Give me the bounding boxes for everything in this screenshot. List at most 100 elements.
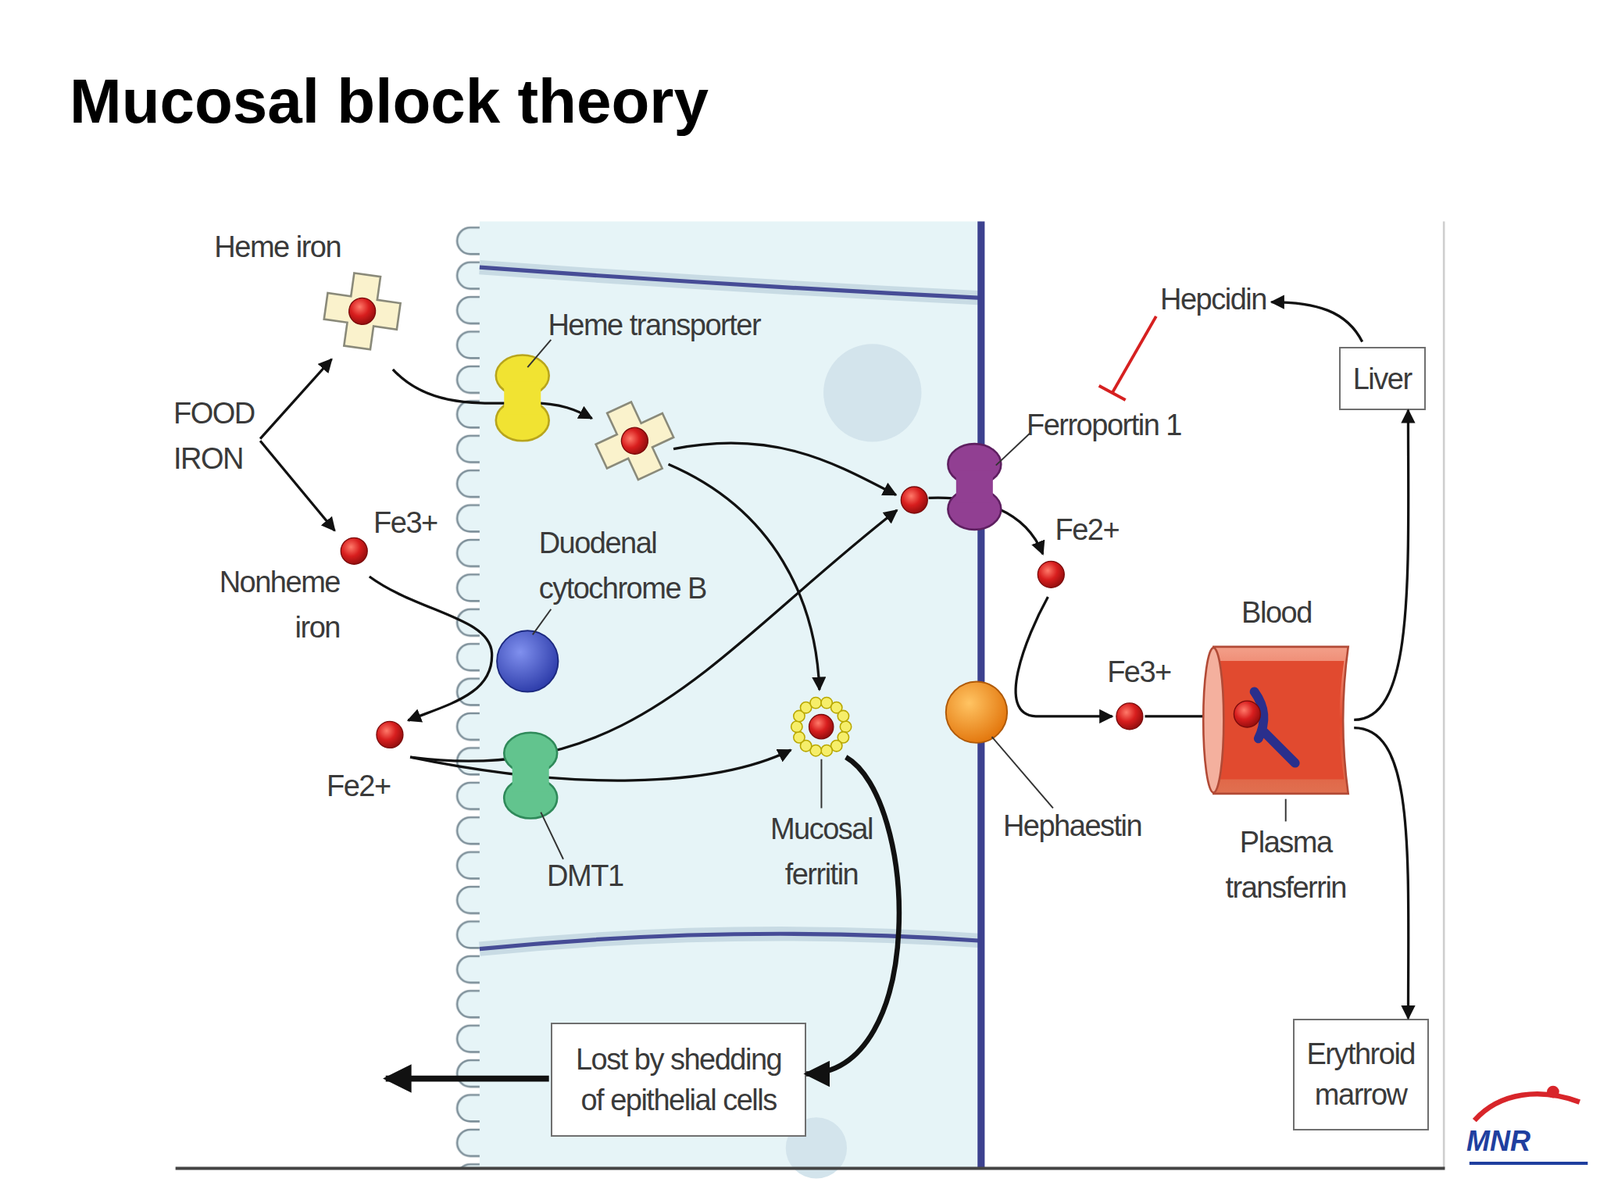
process-box: Lost by shedding of epithelial cells	[550, 1022, 807, 1137]
connector	[1353, 728, 1409, 1019]
arrow	[1271, 302, 1362, 343]
hormone-label: Hepcidin	[1160, 276, 1267, 322]
arrow	[260, 359, 332, 440]
leader-line	[532, 609, 552, 636]
diagram-title: Mucosal block theory	[69, 70, 709, 133]
iron-dot	[617, 423, 653, 459]
cell-junction	[479, 267, 983, 298]
heme-shape	[585, 392, 684, 490]
iron-dot	[346, 296, 377, 326]
transporter-core	[512, 759, 550, 793]
iron-dot	[1037, 560, 1065, 588]
ion-label: Fe3+	[1107, 649, 1172, 695]
vessel-lumen	[1210, 660, 1344, 780]
blood-vessel-node: Blood	[1199, 640, 1355, 799]
leader-lines	[527, 339, 1286, 860]
ion-label: Fe2+	[1055, 507, 1120, 553]
part-label: Duodenal cytochrome B	[539, 520, 718, 611]
cell-junction	[479, 933, 983, 949]
part-label: Ferroportin 1	[1026, 402, 1182, 448]
arrow	[392, 369, 593, 419]
iron-dot	[900, 486, 928, 514]
iron-dot	[1116, 703, 1143, 730]
ferroportin	[947, 443, 1001, 530]
part-label: Heme transporter	[547, 302, 761, 348]
arrow	[673, 442, 897, 495]
heme-cross	[585, 392, 684, 490]
hephaestin	[946, 681, 1008, 743]
iron-dot	[340, 537, 368, 565]
iron-dot	[376, 721, 404, 748]
part-label: Heme iron	[200, 224, 354, 270]
leader-line	[996, 432, 1031, 466]
leader-line	[1285, 799, 1287, 822]
part-label: FOOD IRON	[173, 390, 266, 482]
ferritin-subunit	[837, 710, 849, 722]
iron-dots	[340, 486, 1143, 748]
cell-junction	[479, 267, 983, 298]
duodenal-cytochrome	[496, 630, 558, 692]
ion-label: Fe3+	[373, 500, 438, 546]
dmt1-transporter	[503, 732, 558, 819]
inhibition-line	[1112, 316, 1157, 393]
box-text-wrap: Liver	[1353, 358, 1412, 400]
heme-transporter	[496, 355, 550, 442]
ferritin-subunit	[821, 744, 833, 756]
cell-body	[479, 221, 983, 1168]
logo-underline	[1469, 1161, 1589, 1165]
inhibition	[1099, 316, 1157, 400]
logo-figure	[1546, 1085, 1560, 1099]
organ-box: Liver	[1339, 346, 1426, 411]
transporter-core	[956, 470, 993, 504]
leader-line	[527, 339, 551, 368]
heme-cross	[321, 269, 404, 353]
node-text: Lost by shedding of epithelial cells	[571, 1039, 786, 1121]
connector	[806, 757, 900, 1074]
leader-line	[992, 736, 1054, 808]
ferritin-subunit	[810, 696, 822, 708]
transporter-core	[503, 381, 541, 415]
inhibition-bar	[1099, 385, 1126, 400]
part-label: Plasma transferrin	[1209, 819, 1363, 911]
arrow	[410, 750, 791, 781]
node-text: Blood	[1199, 589, 1355, 636]
connector	[1353, 410, 1409, 720]
iron-dot	[809, 714, 834, 739]
node-text: Erythroid marrow	[1300, 1033, 1422, 1115]
arrow	[260, 440, 335, 531]
shedding-arrow	[385, 1075, 550, 1083]
node-text: Mucosal ferritin	[744, 806, 898, 897]
part-label: DMT1	[546, 853, 623, 899]
leader-line	[820, 759, 822, 809]
frame-right	[1442, 221, 1446, 1168]
iron-dot	[1233, 700, 1261, 728]
ferritin-subunit	[793, 731, 805, 743]
leader-line	[540, 812, 564, 860]
box-text-wrap: Lost by shedding of epithelial cells	[571, 1039, 786, 1121]
box-text-wrap: Erythroid marrow	[1300, 1033, 1422, 1115]
ferritin-shell	[790, 696, 852, 758]
arrow	[1015, 596, 1113, 717]
logo-text: MNR	[1466, 1118, 1531, 1165]
arrows	[260, 302, 1363, 781]
part-label: Hephaestin	[1003, 803, 1142, 849]
node-text: Liver	[1353, 358, 1412, 400]
nucleus	[823, 343, 922, 442]
ferritin-subunit	[791, 721, 803, 733]
heme-shape	[321, 269, 404, 353]
organ-box: Erythroid marrow	[1292, 1018, 1429, 1132]
ferritin-shape: Mucosal ferritin	[790, 696, 852, 758]
logo-swoosh	[1474, 1093, 1580, 1121]
arrow	[410, 510, 897, 761]
transferrin	[1253, 692, 1295, 764]
vessel-wall	[1207, 646, 1348, 794]
ion-label: Fe2+	[326, 763, 391, 809]
arrow	[369, 576, 493, 721]
cell-junction	[479, 933, 983, 949]
frame-bottom	[175, 1167, 1446, 1171]
part-label: Nonheme iron	[196, 559, 340, 650]
ferritin-subunit	[840, 721, 852, 733]
blood-vessel	[1199, 640, 1355, 799]
